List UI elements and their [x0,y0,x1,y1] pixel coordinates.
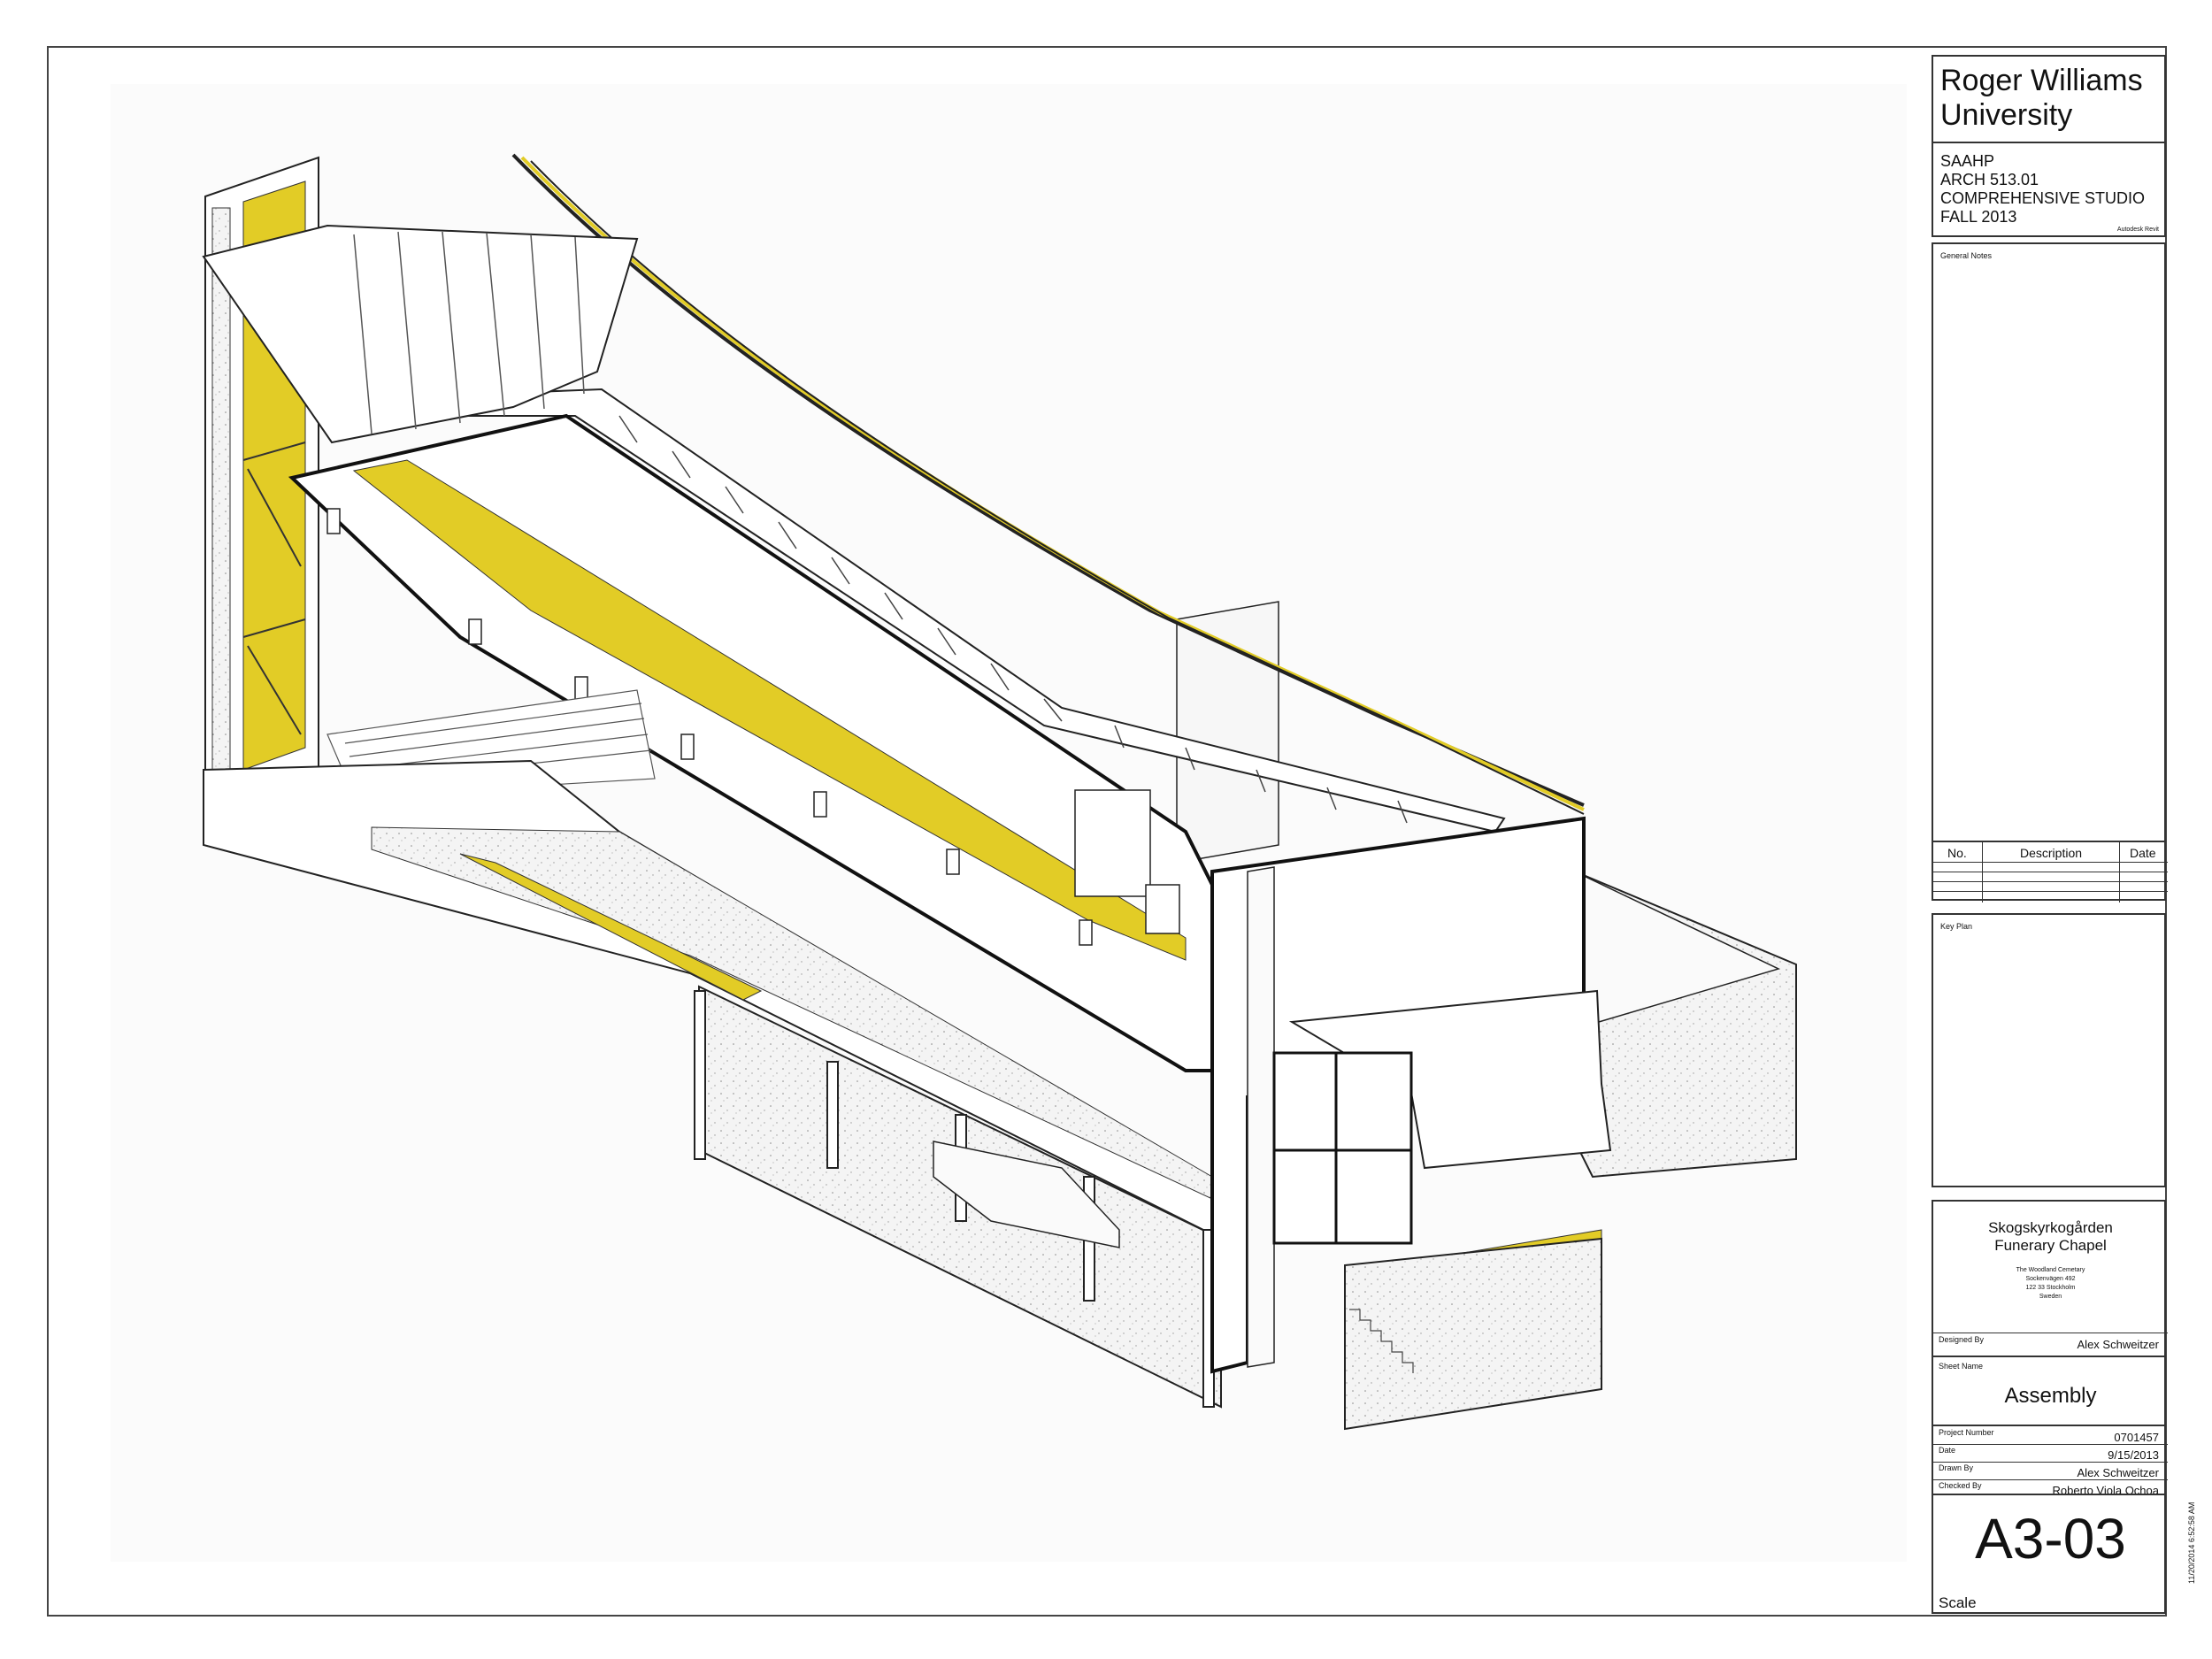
address-line-1: The Woodland Cemetary [2016,1267,2085,1273]
entry-glazing [1272,1051,1413,1245]
sheet-name-label: Sheet Name [1939,1362,1984,1371]
revision-header-no: No. [1947,846,1967,860]
floor-yellow-strip [459,853,763,1001]
revision-col-rule [1982,842,1983,902]
address-line-3: 122 33 Stockholm [2025,1285,2076,1291]
entry-base-block [1344,1237,1602,1431]
project-info-table: Project Number 0701457 Date 9/15/2013 Dr… [1932,1425,2168,1497]
software-tag: Autodesk Revit [2116,227,2159,233]
title-block: Roger Williams University SAAHP ARCH 513… [1932,55,2168,1614]
scale-label: Scale [1939,1594,1977,1611]
equipment-unit [1145,884,1180,934]
revision-col-rule [2119,842,2120,902]
address-line-2: Sockenvägen 492 [2025,1276,2076,1282]
roof-curve-outer [511,153,1585,807]
project-info-rule [1933,1444,2168,1445]
designed-by-value: Alex Schweitzer [2077,1338,2159,1351]
sheet-number: A3-03 [1975,1507,2126,1571]
vault-beams [326,508,1093,946]
designed-by-label: Designed By [1939,1335,1985,1344]
course-line-1: SAAHP [1940,152,1995,170]
project-box: Skogskyrkogården Funerary Chapel The Woo… [1932,1200,2168,1370]
skylight-mullions [353,231,585,434]
revision-row-rule [1933,891,2168,892]
revision-row-rule [1933,881,2168,882]
sheet-name-box: Sheet Name Assembly [1932,1356,2166,1435]
entry-steps [1349,1309,1414,1373]
course-line-2: ARCH 513.01 [1940,171,2039,188]
sheet-name-value: Assembly [2004,1384,2097,1408]
revision-table: No. Description Date [1932,841,2168,902]
project-number-label: Project Number [1939,1428,1994,1437]
left-wall-stipple [211,207,231,793]
university-name-line-1: Roger Williams [1940,64,2143,97]
roof-curve-inner [530,160,1585,815]
general-notes-box: General Notes [1932,242,2166,888]
key-plan-box: Key Plan [1932,913,2166,1187]
address-line-4: Sweden [2039,1294,2062,1300]
entry-side-wall [1247,866,1275,1368]
university-name-line-2: University [1940,98,2073,132]
revision-row-rule [1933,862,2168,863]
roof-truss-ribs [618,415,1408,824]
equipment-box [1074,789,1151,897]
project-name-line-2: Funerary Chapel [1994,1237,2107,1254]
skylight-box [202,224,639,444]
course-line-4: FALL 2013 [1940,208,2017,226]
sheet-number-box: A3-03 Scale [1932,1494,2166,1614]
project-info-rule [1933,1462,2168,1463]
checked-by-label: Checked By [1939,1481,1982,1490]
drawn-by-value: Alex Schweitzer [2077,1466,2159,1479]
project-number-value: 0701457 [2114,1431,2159,1444]
course-box: SAAHP ARCH 513.01 COMPREHENSIVE STUDIO F… [1932,142,2166,237]
basement-tank [933,1141,1120,1248]
back-tower [1176,601,1279,864]
project-name-line-1: Skogskyrkogården [1988,1219,2113,1236]
key-plan-label: Key Plan [1940,922,1973,931]
drawn-by-label: Drawn By [1939,1463,1974,1472]
plot-timestamp: 11/20/2014 6:52:58 AM [2187,1502,2196,1584]
vault-yellow-band [352,459,1187,961]
project-info-rule [1933,1479,2168,1480]
date-value: 9/15/2013 [2108,1448,2159,1462]
university-box: Roger Williams University [1932,55,2166,143]
course-line-3: COMPREHENSIVE STUDIO [1940,189,2146,207]
sheet-border [47,46,2167,1617]
date-label: Date [1939,1446,1956,1455]
general-notes-label: General Notes [1940,251,1993,260]
revision-header-date: Date [2130,846,2156,860]
revision-header-description: Description [2020,846,2083,860]
